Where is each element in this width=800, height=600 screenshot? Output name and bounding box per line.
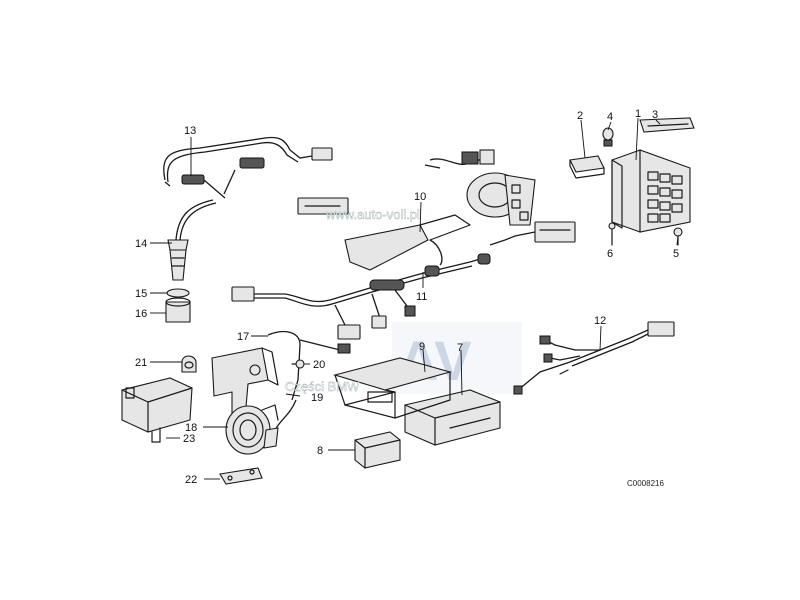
callout-15: 15 <box>135 288 147 300</box>
callout-9: 9 <box>419 341 425 353</box>
callout-22: 22 <box>185 474 197 486</box>
callout-19: 19 <box>311 392 323 404</box>
part-17-cable <box>267 331 351 431</box>
part-4-bulb <box>602 127 614 147</box>
part-7-module <box>404 389 501 446</box>
callout-10: 10 <box>414 191 426 203</box>
drawing-code: C0008216 <box>627 479 664 488</box>
control-unit-grid <box>647 171 683 223</box>
callout-18: 18 <box>185 422 197 434</box>
part-8-relay-box <box>354 431 401 469</box>
callout-17: 17 <box>237 331 249 343</box>
callout-11: 11 <box>416 291 427 303</box>
part-13-cable <box>163 136 333 199</box>
callout-6: 6 <box>607 248 613 260</box>
callout-1: 1 <box>635 108 641 120</box>
callout-2: 2 <box>577 110 583 122</box>
callout-20: 20 <box>313 359 325 371</box>
part-23-cover <box>121 377 193 443</box>
part-20-screw <box>291 359 305 369</box>
part-3-strip <box>639 117 695 133</box>
callout-13: 13 <box>184 125 196 137</box>
part-14-connector <box>167 199 217 281</box>
callout-3: 3 <box>652 109 658 121</box>
callout-8: 8 <box>317 445 323 457</box>
callout-12: 12 <box>594 315 606 327</box>
caption-watermark: Części BMW <box>285 379 360 394</box>
part-10-column-switch <box>297 149 576 271</box>
part-22-bar <box>219 467 263 485</box>
site-watermark: www.auto-voll.pl <box>325 207 420 222</box>
part-15-ring <box>166 288 190 298</box>
callout-4: 4 <box>607 111 613 123</box>
part-9-bracket <box>332 357 453 419</box>
leader-lines <box>150 117 679 480</box>
part-11-harness <box>231 253 491 340</box>
callout-5: 5 <box>673 248 679 260</box>
callout-labels: 1 2 3 4 5 6 7 8 9 10 11 12 13 14 15 16 1… <box>135 108 679 486</box>
callout-7: 7 <box>457 342 463 354</box>
part-16-holder <box>165 297 191 323</box>
callout-23: 23 <box>183 433 195 445</box>
callout-14: 14 <box>135 238 147 250</box>
part-21-clamp <box>181 355 197 373</box>
part-1-control-unit <box>611 149 691 233</box>
part-18-horn <box>225 404 279 455</box>
callout-16: 16 <box>135 308 147 320</box>
callout-21: 21 <box>135 357 147 369</box>
part-12-cable <box>513 321 675 395</box>
part-2-relay <box>569 155 605 179</box>
